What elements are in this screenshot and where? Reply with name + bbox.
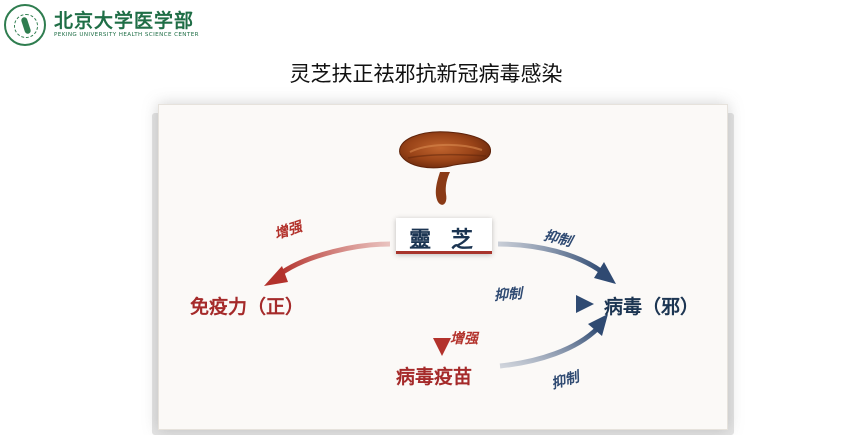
arrow-head-vaccine: [433, 338, 451, 356]
arrow-lingzhi-to-immunity: [278, 241, 391, 277]
institution-logo: 北京大学医学部 PEKING UNIVERSITY HEALTH SCIENCE…: [4, 4, 214, 46]
lingzhi-label: 靈 芝: [409, 227, 479, 253]
edge-label-inhibit-virus-mid: 抑制: [493, 286, 523, 304]
arrow-head-virus-top: [594, 262, 616, 284]
university-seal-icon: [4, 4, 46, 46]
vaccine-node: 病毒疫苗: [396, 366, 473, 388]
arrow-head-immunity: [264, 266, 288, 286]
lingzhi-mushroom-icon: [399, 131, 491, 205]
arrow-head-virus-mid: [576, 295, 594, 313]
logo-name-en: PEKING UNIVERSITY HEALTH SCIENCE CENTER: [54, 32, 199, 38]
edge-label-enhance-vaccine: 增强: [450, 331, 478, 347]
immunity-node: 免疫力（正）: [190, 296, 305, 318]
diagram-arrows: [264, 131, 616, 369]
virus-node: 病毒（邪）: [604, 296, 700, 318]
arrow-lingzhi-to-virus: [497, 241, 604, 275]
mechanism-diagram: 靈 芝 免疫力（正） 病毒（邪） 病毒疫苗 增强 抑制 抑制 增强 抑制: [158, 104, 726, 428]
logo-name-cn: 北京大学医学部: [54, 10, 195, 32]
lingzhi-node: 靈 芝: [396, 218, 492, 254]
arrow-head-virus-bottom: [588, 314, 608, 336]
slide-title: 灵芝扶正祛邪抗新冠病毒感染: [289, 62, 563, 86]
arrow-vaccine-to-virus: [499, 326, 600, 369]
